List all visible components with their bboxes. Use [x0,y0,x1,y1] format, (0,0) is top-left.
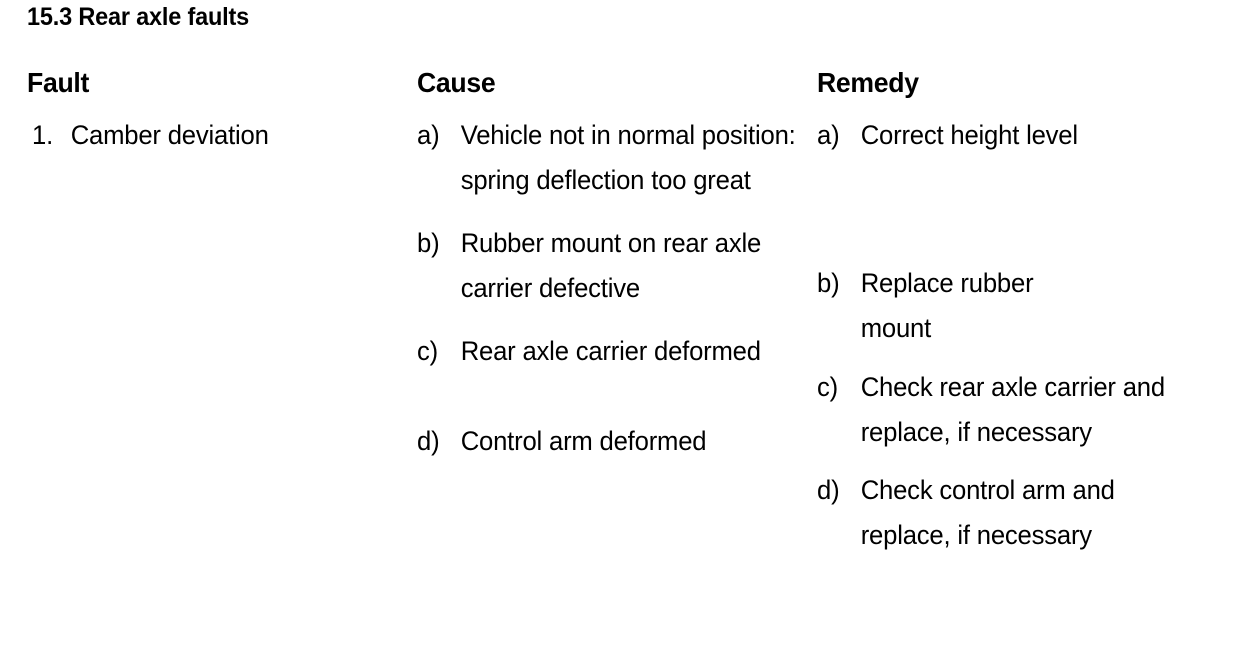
list-item-text: Rubber mount on rear axle carrier defect… [460,228,762,303]
list-item-text: Vehicle not in normal position: spring d… [460,120,796,195]
list-item-marker: c) [817,372,838,402]
fault-item-list: 1. Camber deviation [27,113,407,158]
list-item: 1. Camber deviation [27,113,407,158]
remedy-item-list: a) Correct height level b) Replace rubbe… [817,113,1217,558]
list-item-text: Control arm deformed [460,426,707,456]
list-item: d) Check control arm and replace, if nec… [817,468,1217,558]
list-item: d) Control arm deformed [417,419,802,464]
column-fault: Fault 1. Camber deviation [27,66,407,158]
list-item-text: Check control arm and replace, if necess… [860,475,1115,550]
list-item: c) Check rear axle carrier and replace, … [817,365,1217,455]
list-item: a) Correct height level [817,113,1217,158]
cause-item-list: a) Vehicle not in normal position: sprin… [417,113,802,464]
list-item-marker: a) [417,120,440,150]
list-item-marker: c) [417,336,438,366]
column-header-cause: Cause [417,67,496,98]
list-item-marker: b) [817,268,840,298]
column-header-fault: Fault [27,67,90,98]
list-item: b) Replace rubber mount [817,261,1217,351]
list-item-text: Replace rubber mount [860,268,1034,343]
list-item-marker: 1. [32,120,54,150]
list-item-marker: d) [417,426,440,456]
list-item: b) Rubber mount on rear axle carrier def… [417,221,802,311]
column-remedy: Remedy a) Correct height level b) Replac… [817,66,1217,558]
list-item-text: Camber deviation [70,120,269,150]
column-cause: Cause a) Vehicle not in normal position:… [417,66,802,464]
list-item-marker: a) [817,120,840,150]
list-item-marker: d) [817,475,840,505]
list-item: c) Rear axle carrier deformed [417,329,802,374]
list-item-marker: b) [417,228,440,258]
list-item-text: Rear axle carrier deformed [460,336,761,366]
column-header-remedy: Remedy [817,67,919,98]
list-item-text: Check rear axle carrier and replace, if … [860,372,1165,447]
list-item-text: Correct height level [860,120,1078,150]
page-title: 15.3 Rear axle faults [27,3,250,31]
list-item: a) Vehicle not in normal position: sprin… [417,113,802,203]
